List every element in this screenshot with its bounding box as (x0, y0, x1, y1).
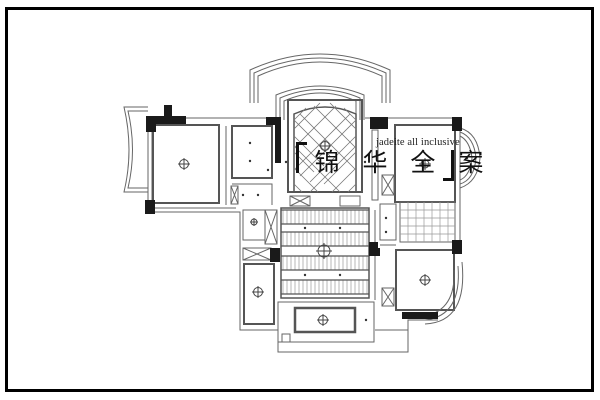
watermark-open-bracket (296, 142, 307, 173)
watermark-char-1: 锦 (314, 148, 340, 177)
right-bay (459, 127, 481, 189)
left-bedroom (152, 124, 220, 204)
structural-columns (145, 105, 462, 319)
left-balcony (123, 106, 148, 193)
watermark-char-4: 案 (458, 148, 484, 177)
inner-arch (275, 85, 365, 120)
top-arch-outer (249, 53, 391, 103)
watermark-char-2: 华 (362, 148, 388, 177)
left-small-room (231, 125, 273, 179)
watermark-close-bracket (443, 150, 454, 181)
bottom-room (277, 301, 375, 343)
lattice (293, 102, 357, 193)
watermark-english: jadeite all inclusive (376, 137, 460, 148)
downlights (241, 141, 469, 322)
light-fixtures (178, 140, 431, 326)
watermark-char-3: 全 (410, 148, 436, 177)
image-frame (5, 7, 594, 392)
bathroom (399, 201, 456, 243)
staircase (280, 207, 370, 299)
left-lower-room (243, 263, 275, 325)
watermark-chinese: 锦 华 全 案 (307, 143, 491, 179)
